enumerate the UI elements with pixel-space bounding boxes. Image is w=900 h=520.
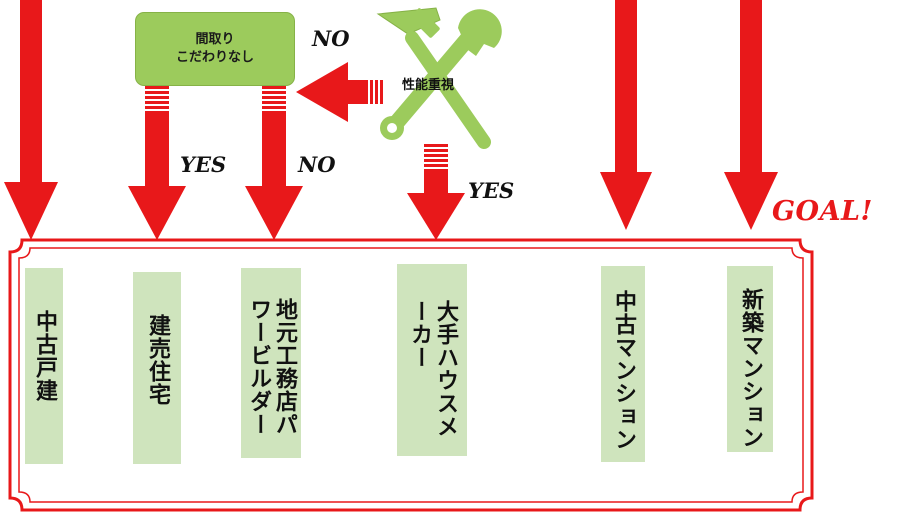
banner-shinchiku-mansion-label: 新築マンション bbox=[738, 288, 763, 449]
banner-ohte-housemaker-label: 大手ハウスメーカー bbox=[407, 300, 458, 438]
banner-chuko-kodate: 中古戸建 bbox=[25, 268, 63, 464]
no-label-top: NO bbox=[312, 26, 350, 51]
box-line-1: 間取り bbox=[195, 32, 235, 47]
arrow-no-jimoto bbox=[245, 86, 303, 240]
banner-shinchiku-mansion: 新築マンション bbox=[727, 266, 773, 452]
goal-label: GOAL! bbox=[772, 196, 873, 227]
arrow-chuko-mansion bbox=[600, 0, 652, 230]
wrench-icon bbox=[380, 9, 502, 140]
banner-jimoto-koumuten: 地元工務店パワービルダー bbox=[241, 268, 301, 458]
performance-label: 性能重視 bbox=[402, 78, 455, 93]
banner-chuko-mansion-label: 中古マンション bbox=[611, 290, 636, 451]
hammer-icon bbox=[376, 7, 491, 149]
yes-label-tateuri: YES bbox=[180, 152, 227, 177]
arrow-no-to-box bbox=[296, 62, 383, 122]
banner-ohte-housemaker: 大手ハウスメーカー bbox=[397, 264, 467, 456]
goal-frame bbox=[8, 238, 814, 512]
no-label-jimoto: NO bbox=[298, 152, 336, 177]
banner-jimoto-koumuten-label: 地元工務店パワービルダー bbox=[246, 298, 297, 436]
madori-kodawari-nashi-box: 間取り こだわりなし bbox=[135, 12, 295, 86]
arrow-yes-ohte bbox=[407, 144, 465, 240]
box-line-2: こだわりなし bbox=[175, 50, 254, 65]
arrow-shinchiku-mansion bbox=[724, 0, 778, 230]
arrow-yes-tateuri bbox=[128, 86, 186, 240]
arrow-chuko-kodate bbox=[4, 0, 58, 240]
banner-chuko-mansion: 中古マンション bbox=[601, 266, 645, 462]
banner-tateuri-jutaku-label: 建売住宅 bbox=[145, 314, 170, 406]
yes-label-ohte: YES bbox=[468, 178, 515, 203]
banner-chuko-kodate-label: 中古戸建 bbox=[32, 310, 57, 402]
banner-tateuri-jutaku: 建売住宅 bbox=[133, 272, 181, 464]
